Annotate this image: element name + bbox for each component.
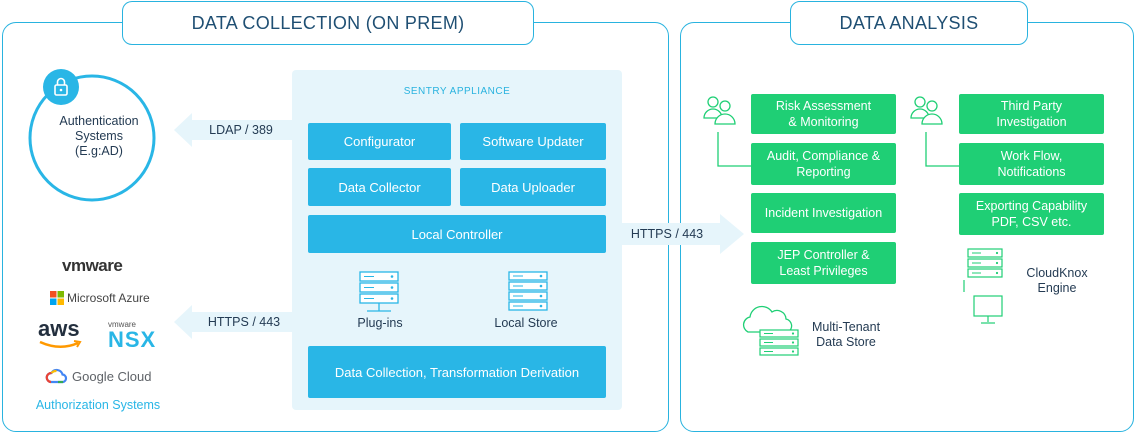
ldap-label: LDAP / 389: [209, 123, 273, 137]
engine-label: CloudKnox Engine: [1012, 266, 1102, 296]
data-collector-box: Data Collector: [308, 168, 451, 206]
plugins-label: Plug-ins: [357, 316, 403, 330]
azure-text: Microsoft Azure: [67, 291, 150, 305]
exporting-line1: Exporting Capability: [975, 199, 1088, 213]
risk-assessment-line2: & Monitoring: [788, 115, 859, 129]
local-store-server-icon: [508, 271, 548, 311]
jep-controller-box: JEP Controller & Least Privileges: [751, 242, 896, 284]
authentication-circle: [28, 74, 156, 202]
data-uploader-box: Data Uploader: [460, 168, 606, 206]
software-updater-box: Software Updater: [460, 123, 606, 160]
workflow-box: Work Flow, Notifications: [959, 143, 1104, 185]
multi-tenant-label: Multi-Tenant Data Store: [800, 320, 892, 350]
data-collection-pipeline-box: Data Collection, Transformation Derivati…: [308, 346, 606, 398]
authorization-systems-label: Authorization Systems: [35, 398, 161, 412]
third-party-line1: Third Party: [1000, 99, 1063, 113]
connector-col1: [717, 132, 752, 167]
incident-investigation-line1: Incident Investigation: [764, 206, 883, 220]
engine-line1: CloudKnox: [1026, 266, 1088, 280]
microsoft-azure-logo: Microsoft Azure: [50, 290, 150, 306]
https-auth-label: HTTPS / 443: [207, 315, 281, 329]
https-analysis-arrow: [622, 214, 744, 254]
third-party-line2: Investigation: [996, 115, 1067, 129]
vmware-logo-text: vmware: [62, 256, 123, 275]
local-controller-box: Local Controller: [308, 215, 606, 253]
workflow-line2: Notifications: [997, 165, 1066, 179]
ldap-arrow: [174, 113, 292, 147]
aws-text: aws: [38, 316, 80, 341]
sentry-appliance-title: SENTRY APPLIANCE: [403, 86, 511, 97]
lock-icon: [43, 69, 79, 105]
exporting-line2: PDF, CSV etc.: [991, 215, 1072, 229]
jep-controller-line2: Least Privileges: [779, 264, 868, 278]
multi-tenant-line2: Data Store: [816, 335, 876, 349]
authentication-line3: (E.g:AD): [75, 144, 123, 158]
users-icon-col2: [910, 96, 943, 125]
audit-compliance-box: Audit, Compliance & Reporting: [751, 143, 896, 185]
risk-assessment-line1: Risk Assessment: [775, 99, 872, 113]
https-analysis-label: HTTPS / 443: [630, 227, 704, 241]
audit-compliance-line1: Audit, Compliance &: [766, 149, 881, 163]
https-auth-arrow: [174, 305, 292, 339]
authentication-label: Authentication Systems (E.g:AD): [40, 114, 158, 159]
vmware-logo: vmware: [62, 256, 123, 276]
authentication-line2: Systems: [75, 129, 123, 143]
microsoft-icon: [50, 291, 64, 305]
engine-server-icon: [963, 248, 1003, 324]
plugins-server-icon: [359, 271, 399, 312]
workflow-line1: Work Flow,: [1000, 149, 1063, 163]
multi-tenant-line1: Multi-Tenant: [811, 320, 881, 334]
nsx-vmware-text: vmware: [108, 320, 137, 329]
audit-compliance-line2: Reporting: [796, 165, 851, 179]
google-cloud-text: Google Cloud: [72, 368, 152, 384]
nsx-logo: vmware NSX: [108, 320, 156, 351]
jep-controller-line1: JEP Controller &: [777, 248, 870, 262]
nsx-text: NSX: [108, 327, 157, 352]
cloud-database-icon: [742, 305, 799, 356]
aws-logo: aws: [38, 318, 82, 352]
local-store-label: Local Store: [494, 316, 558, 330]
data-analysis-title: DATA ANALYSIS: [790, 1, 1028, 45]
exporting-box: Exporting Capability PDF, CSV etc.: [959, 193, 1104, 235]
third-party-box: Third Party Investigation: [959, 94, 1104, 134]
google-cloud-icon: [45, 368, 68, 384]
users-icon-col1: [703, 96, 736, 125]
aws-smile-icon: [39, 340, 82, 348]
google-cloud-logo: Google Cloud: [45, 367, 152, 385]
incident-investigation-box: Incident Investigation: [751, 193, 896, 233]
engine-line2: Engine: [1037, 281, 1077, 295]
configurator-box: Configurator: [308, 123, 451, 160]
connector-col2: [925, 132, 960, 167]
risk-assessment-box: Risk Assessment & Monitoring: [751, 94, 896, 134]
authentication-line1: Authentication: [59, 114, 139, 128]
data-collection-title: DATA COLLECTION (ON PREM): [122, 1, 534, 45]
